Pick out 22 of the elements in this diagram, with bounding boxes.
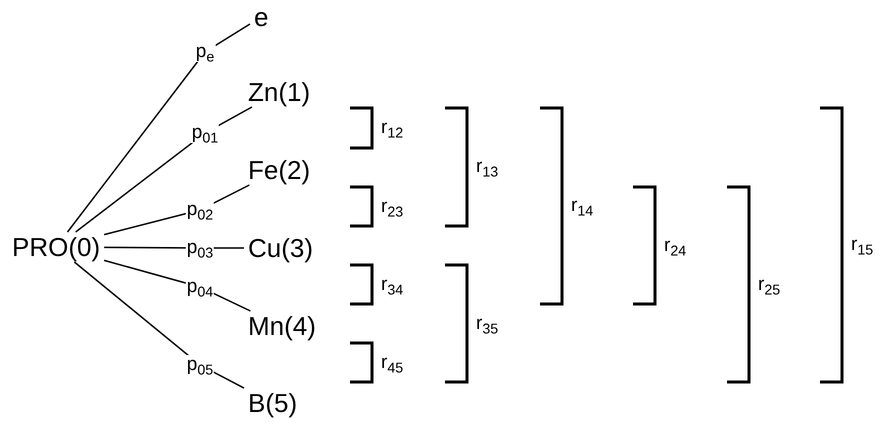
bracket-label: r$_{12}$ [381, 118, 404, 138]
bracket-label: r$_{13}$ [476, 157, 498, 177]
edge-label: p$_{01}$ [190, 123, 220, 143]
bracket-label: r$_{45}$ [381, 352, 404, 372]
edge-label: p$_{e}$ [194, 42, 216, 62]
bracket-label: r$_{15}$ [851, 235, 874, 255]
bracket-label: r$_{35}$ [476, 314, 498, 334]
edge-label: p$_{05}$ [186, 355, 214, 375]
bracket-label: r$_{23}$ [381, 196, 404, 216]
bracket-label: r$_{24}$ [664, 236, 686, 256]
node-label: PRO(0) [12, 233, 100, 261]
node-label: Cu(3) [248, 234, 314, 262]
edge-label: p$_{02}$ [186, 200, 214, 220]
bracket-label: r$_{25}$ [758, 274, 780, 294]
node-label: Zn(1) [248, 78, 310, 106]
bracket-label: r$_{34}$ [381, 274, 404, 294]
node-label: Fe(2) [248, 156, 310, 184]
connector-line [66, 23, 250, 232]
bracket-label: r$_{14}$ [571, 196, 594, 216]
node-label: Mn(4) [248, 312, 316, 340]
node-label: B(5) [248, 389, 298, 417]
node-label: e [254, 3, 268, 31]
